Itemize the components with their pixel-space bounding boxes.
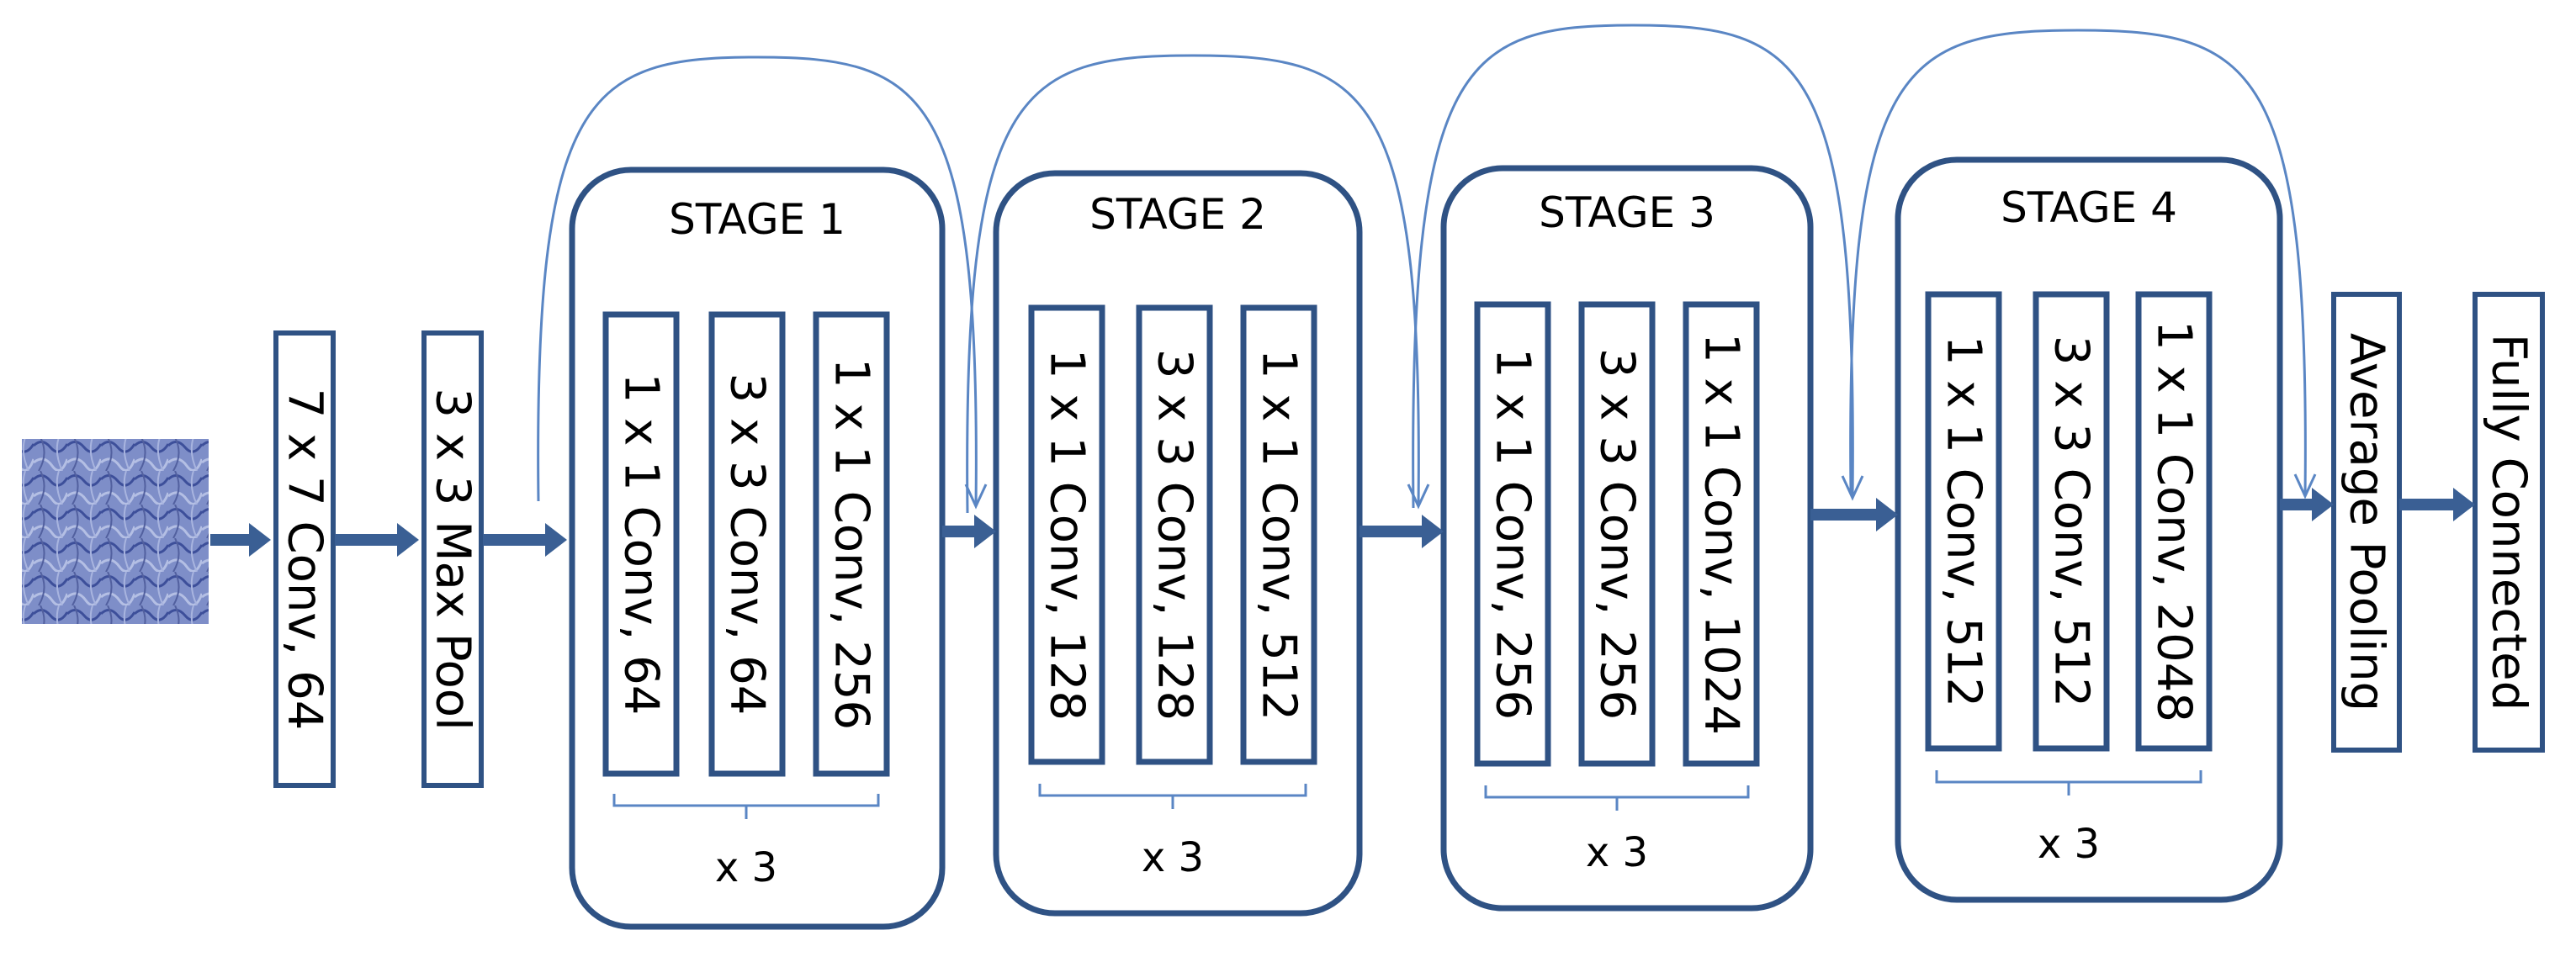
repeat-count: x 3 [715,844,777,891]
conv-block: 3 x 3 Conv, 64 [708,311,786,777]
conv-block: 1 x 1 Conv, 512 [1240,304,1317,765]
repeat-bracket [1038,784,1307,809]
skip-connection-arrowhead [964,484,988,510]
post-layer-fully-connected: Fully Connected [2473,292,2545,753]
stage-3: STAGE 3 1 x 1 Conv, 256 3 x 3 Conv, 256 1 x… [1440,165,1814,912]
layer-label: 7 x 7 Conv, 64 [278,388,332,731]
conv-block-label: 3 x 3 Conv, 256 [1590,348,1645,720]
conv-block-label: 1 x 1 Conv, 1024 [1694,333,1749,735]
flow-arrows [210,488,2475,557]
input-texture-image [22,439,209,624]
flow-arrow-head [1876,498,1898,531]
stages-group: STAGE 1 1 x 1 Conv, 64 3 x 3 Conv, 64 1 x 1… [569,156,2283,930]
pre-layer-maxpool: 3 x 3 Max Pool [421,330,484,788]
conv-block: 1 x 1 Conv, 256 [1474,301,1551,767]
skip-connection-curve [1849,29,2307,497]
skip-connections [537,24,2317,514]
conv-block-label: 1 x 1 Conv, 64 [614,373,669,716]
conv-block-label: 1 x 1 Conv, 128 [1040,349,1095,721]
skip-connection-arrowhead [1841,475,1864,501]
conv-block-label: 1 x 1 Conv, 256 [824,358,879,730]
stage-4: STAGE 4 1 x 1 Conv, 512 3 x 3 Conv, 512 1 x… [1895,156,2283,903]
flow-arrow-head [249,523,271,557]
conv-block: 3 x 3 Conv, 128 [1136,304,1213,765]
conv-block-label: 3 x 3 Conv, 512 [2044,336,2099,707]
conv-block-label: 1 x 1 Conv, 512 [1937,336,1991,707]
conv-block-label: 1 x 1 Conv, 512 [1252,349,1307,721]
stage-title: STAGE 4 [2001,183,2177,232]
conv-block: 1 x 1 Conv, 512 [1925,291,2002,752]
conv-block: 1 x 1 Conv, 2048 [2135,291,2213,752]
skip-connection-curve [537,56,978,507]
stage-2: STAGE 2 1 x 1 Conv, 128 3 x 3 Conv, 128 1 x… [993,170,1363,917]
repeat-bracket [612,794,880,819]
flow-arrow-head [2312,488,2334,521]
conv-block: 1 x 1 Conv, 128 [1028,304,1105,765]
flow-arrow-head [2453,488,2475,521]
conv-block-label: 3 x 3 Conv, 128 [1148,349,1202,721]
skip-connection-arrowhead [2293,473,2317,500]
conv-block: 3 x 3 Conv, 256 [1578,301,1656,767]
stage-title: STAGE 1 [669,195,845,244]
repeat-count: x 3 [2038,821,2100,868]
flow-arrow-head [1422,515,1444,548]
repeat-count: x 3 [1586,829,1648,876]
layer-label: Fully Connected [2482,334,2536,711]
repeat-bracket [1935,770,2202,796]
post-layer-average-pooling: Average Pooling [2331,292,2402,753]
conv-block: 1 x 1 Conv, 256 [813,311,890,777]
repeat-count: x 3 [1142,834,1204,881]
conv-block-label: 1 x 1 Conv, 2048 [2147,320,2202,722]
flow-arrow-head [397,523,419,557]
conv-block: 1 x 1 Conv, 1024 [1683,301,1760,767]
flow-arrow-head [545,523,567,557]
layer-label: 3 x 3 Max Pool [426,388,480,730]
skip-connection-arrowhead [1407,484,1430,510]
conv-block-label: 1 x 1 Conv, 256 [1486,348,1540,720]
conv-block: 3 x 3 Conv, 512 [2033,291,2110,752]
conv-block-label: 3 x 3 Conv, 64 [720,373,775,716]
skip-connection-curve [966,54,1420,514]
repeat-bracket [1484,785,1750,811]
conv-block: 1 x 1 Conv, 64 [602,311,680,777]
layer-label: Average Pooling [2340,333,2394,711]
stage-title: STAGE 3 [1539,188,1715,237]
stage-title: STAGE 2 [1089,190,1266,239]
flow-arrow-head [974,515,996,548]
skip-connection-curve [1412,24,1854,509]
pre-layer-conv7: 7 x 7 Conv, 64 [273,330,336,788]
stage-1: STAGE 1 1 x 1 Conv, 64 3 x 3 Conv, 64 1 x 1… [569,166,946,930]
